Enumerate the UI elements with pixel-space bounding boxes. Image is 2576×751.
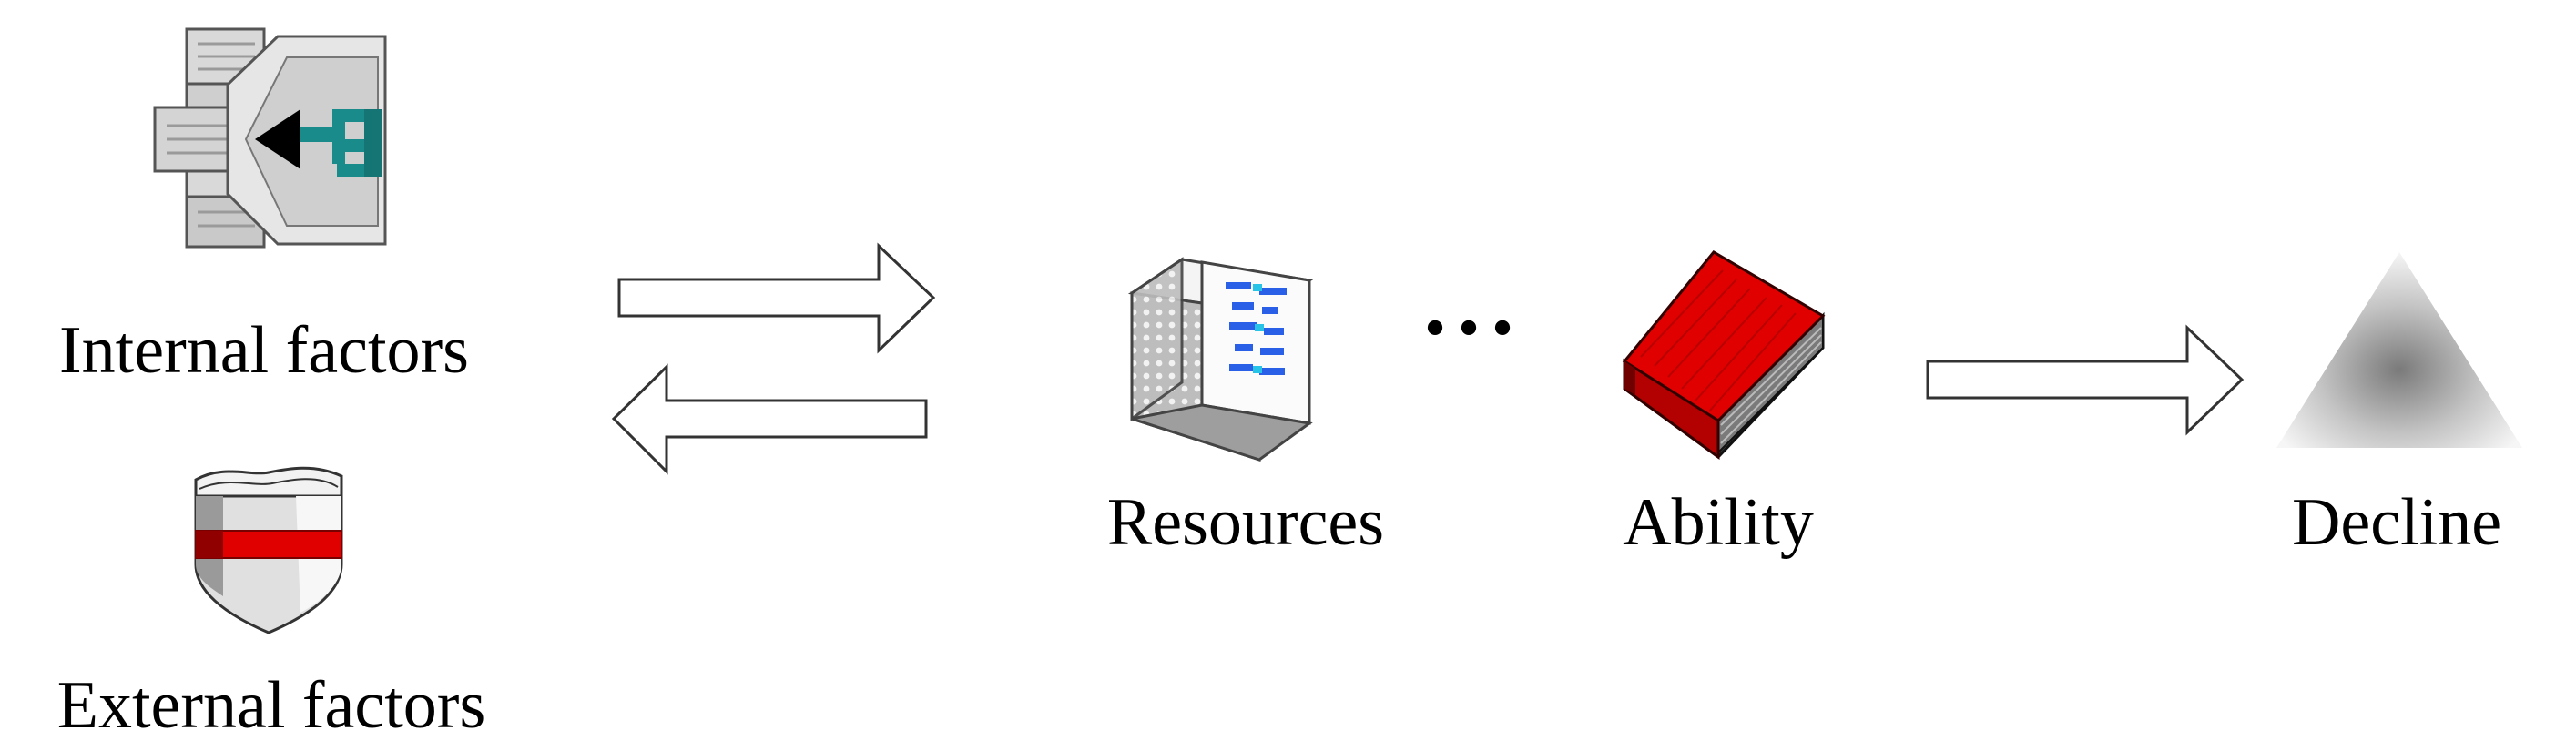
- ellipsis-icon: •••: [1420, 300, 1522, 360]
- gradient-triangle-icon: [2272, 248, 2527, 452]
- shield-icon: [187, 460, 351, 634]
- arrow-right-icon: [1926, 323, 2246, 437]
- external-factors-label: External factors: [56, 668, 486, 743]
- server-cube-icon: [1127, 255, 1337, 464]
- resources-label: Resources: [1106, 485, 1385, 560]
- arrow-left-icon: [611, 362, 931, 476]
- book-icon: [1614, 248, 1832, 462]
- decline-label: Decline: [2291, 485, 2502, 560]
- document-arrow-icon: [150, 25, 387, 262]
- arrow-right-icon: [617, 241, 938, 355]
- ability-label: Ability: [1623, 485, 1814, 560]
- internal-factors-label: Internal factors: [59, 313, 469, 388]
